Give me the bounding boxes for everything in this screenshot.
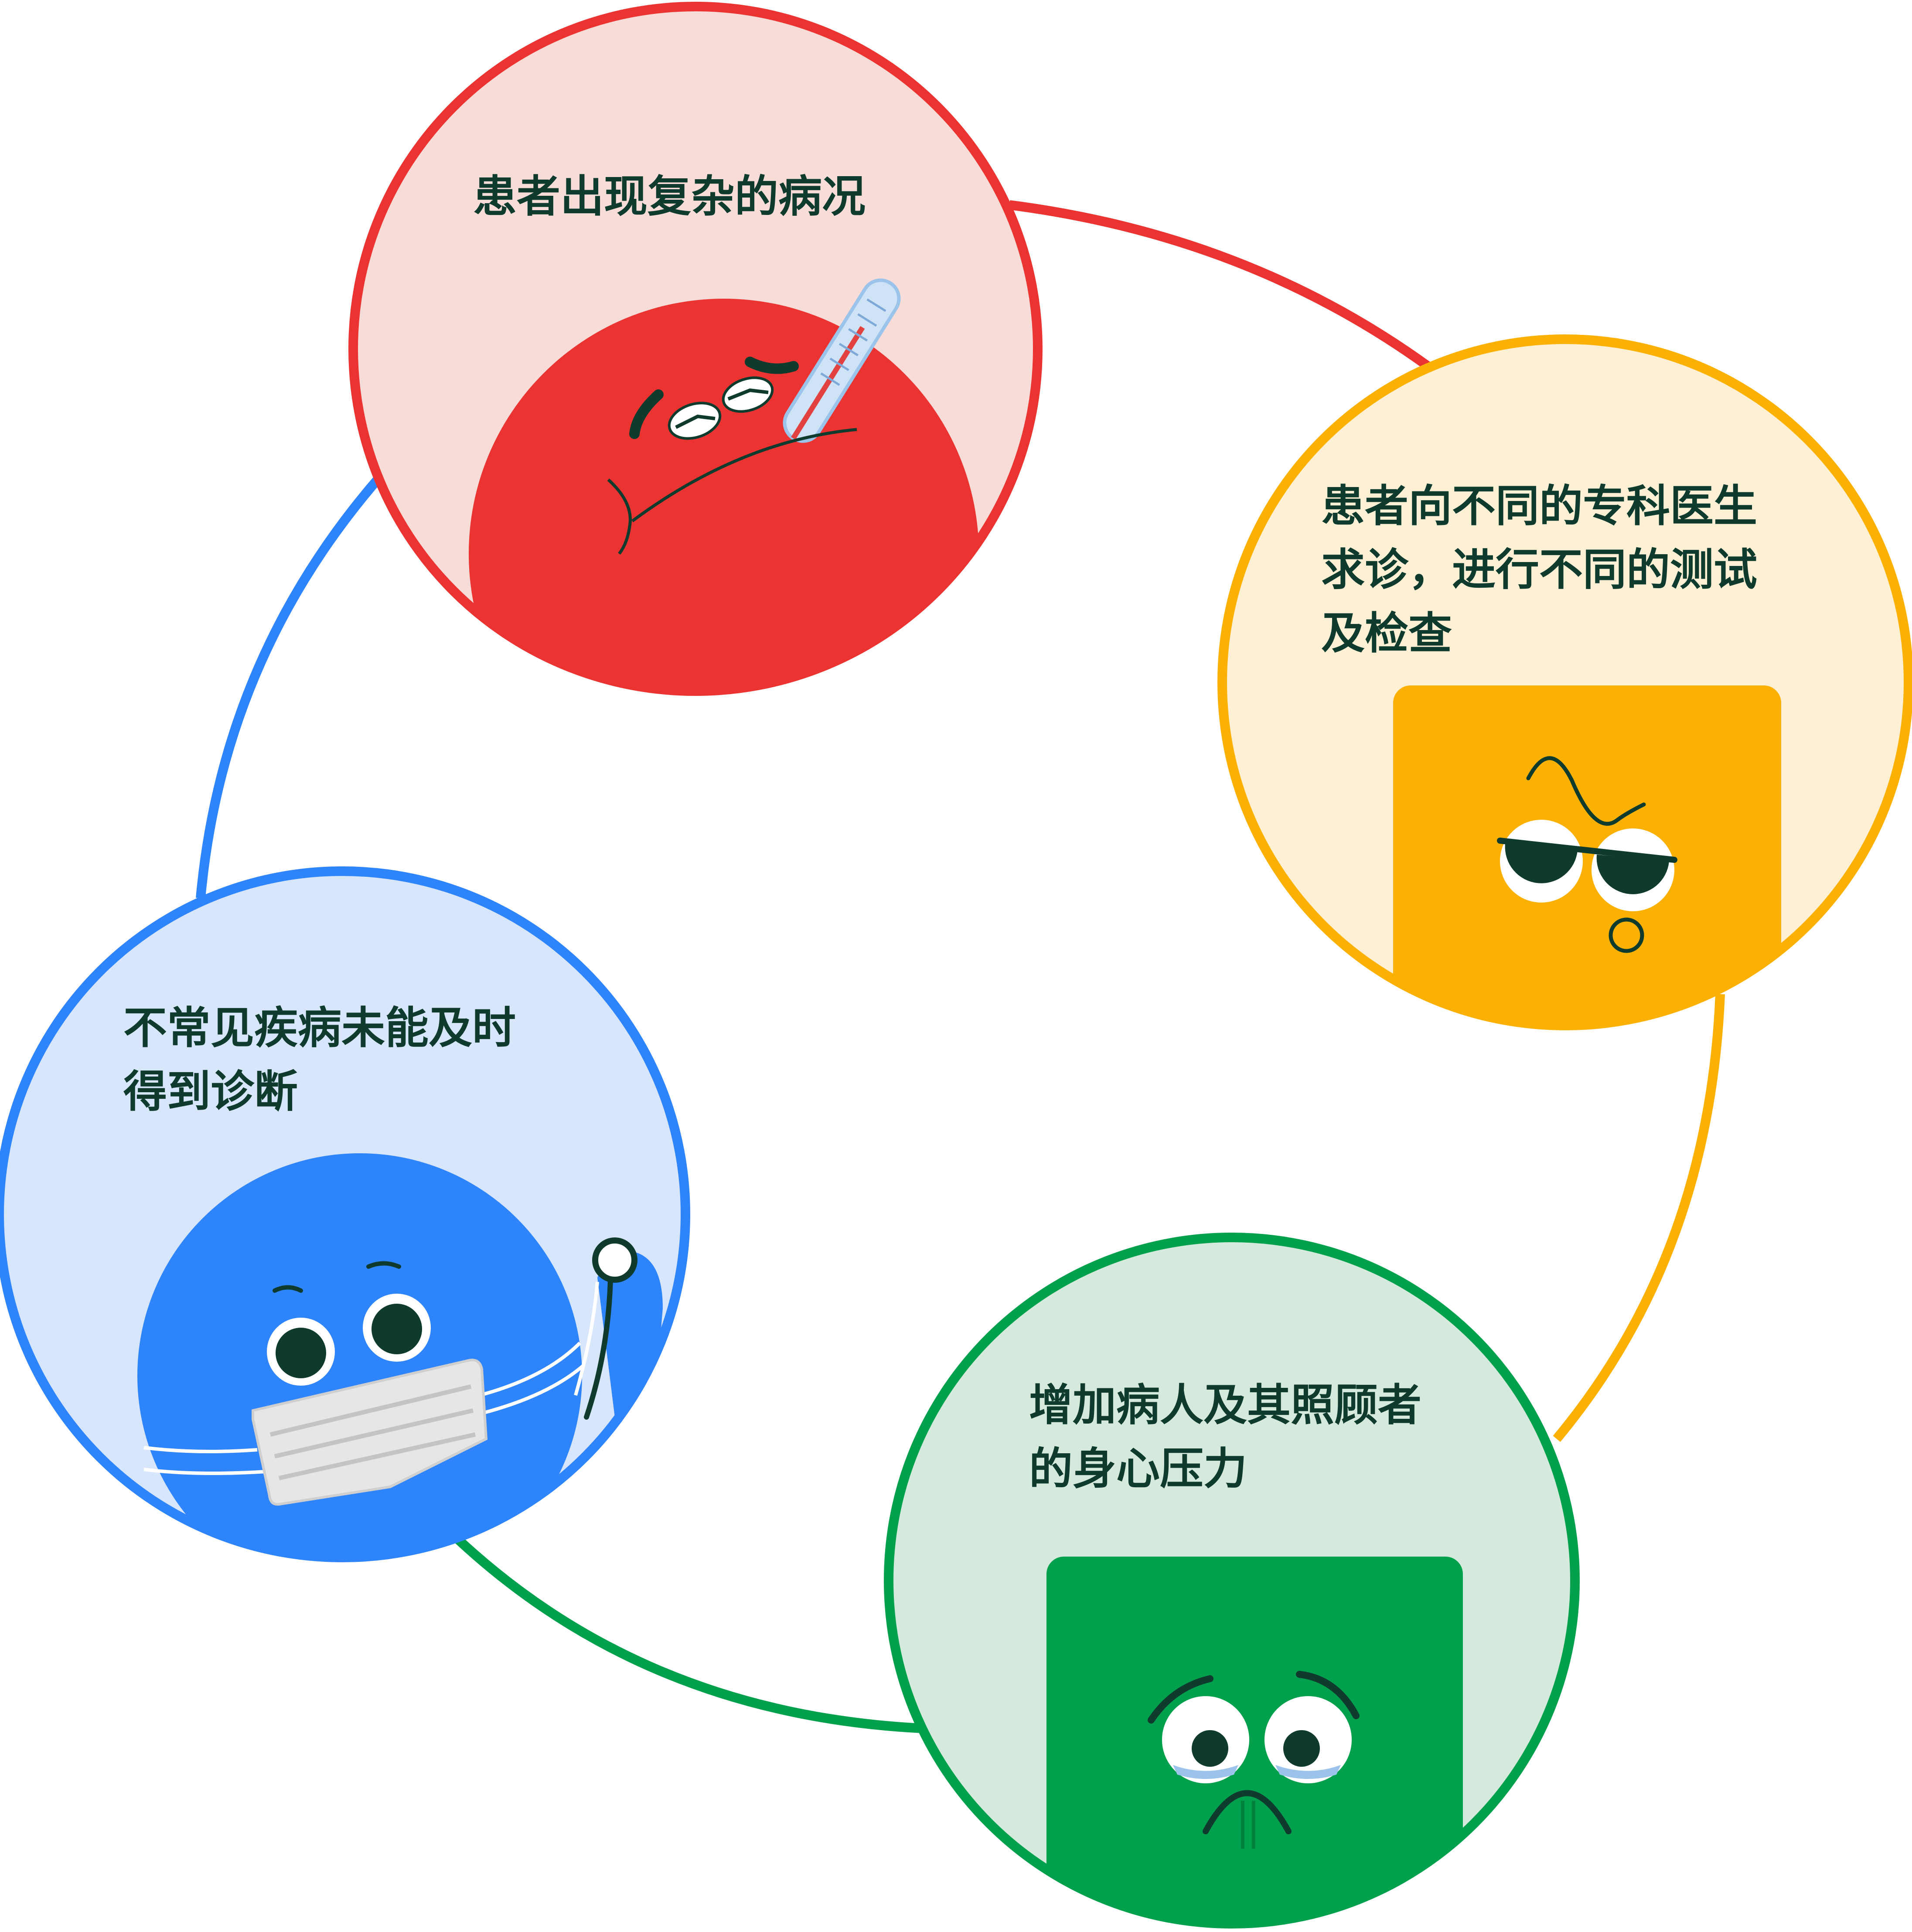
arc-red-to-yellow	[1009, 200, 1431, 370]
stage-label-undiagnosed: 不常见疾病未能及时 得到诊断	[123, 996, 516, 1124]
stage-circle-blue	[0, 866, 690, 1562]
stage-label-line: 及检查	[1321, 608, 1452, 659]
teary-eyes-icon	[1162, 1696, 1352, 1783]
green-worried-mascot	[1046, 1557, 1463, 1924]
thermometer-icon	[783, 278, 901, 443]
stage-label-caregiver-stress: 增加病人及其照顾者 的身心压力	[1029, 1373, 1421, 1501]
stage-label-line: 的身心压力	[1029, 1443, 1247, 1494]
stage-circle-yellow	[1217, 334, 1912, 1030]
stage-label-line: 求诊，进行不同的测试	[1321, 544, 1757, 595]
wide-eyes-icon	[267, 1294, 431, 1386]
stage-circle-green	[884, 1233, 1580, 1929]
small-mouth-icon	[1609, 917, 1644, 953]
arc-yellow-to-green	[1553, 994, 1725, 1442]
frown-mouth-icon	[1203, 1790, 1292, 1834]
stage-label-line: 患者向不同的专科医生	[1321, 480, 1757, 532]
stage-circle-red	[348, 2, 1043, 696]
arc-green-to-blue	[454, 1535, 934, 1734]
stethoscope-icon	[574, 1237, 637, 1420]
stage-label-line: 增加病人及其照顾者	[1029, 1380, 1421, 1431]
face-mask-icon	[252, 1359, 488, 1506]
stage-label-line: 患者出现复杂的病况	[473, 171, 866, 222]
stage-label-complex-condition: 患者出现复杂的病况	[473, 165, 866, 228]
sleepy-eyes-icon	[1497, 820, 1677, 911]
squint-eyes-icon	[668, 376, 774, 440]
stage-label-line: 不常见疾病未能及时	[123, 1002, 516, 1053]
arc-blue-to-red	[196, 474, 383, 899]
stage-label-specialists: 患者向不同的专科医生 求诊，进行不同的测试 及检查	[1321, 474, 1757, 665]
stage-label-line: 得到诊断	[123, 1066, 298, 1117]
yellow-square-mascot	[1393, 685, 1781, 1026]
